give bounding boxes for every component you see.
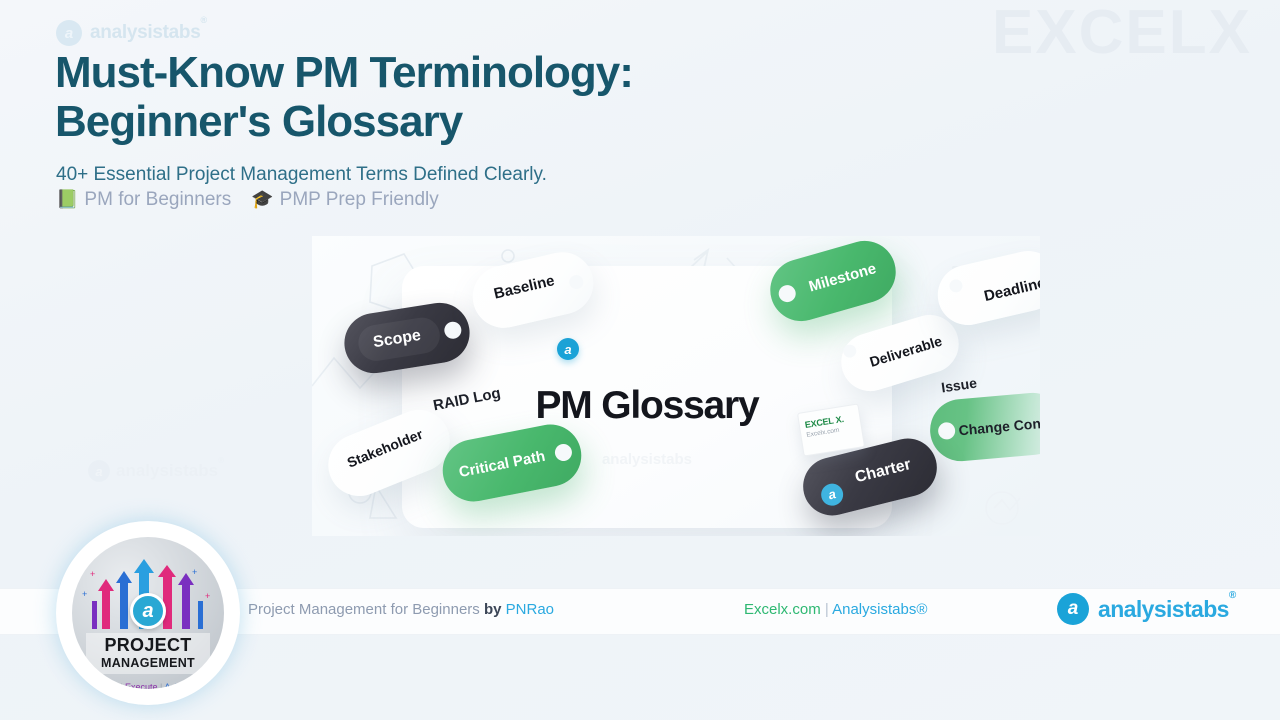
- badge-subtitle: MANAGEMENT: [101, 655, 195, 670]
- excelx-watermark: EXCELX: [991, 0, 1252, 67]
- tag-baseline-notch: [567, 273, 585, 291]
- tag-stakeholder-label: Stakeholder: [344, 425, 426, 471]
- footer-brand-sup: ®: [1228, 589, 1236, 601]
- footer-credit: Project Management for Beginners by PNRa…: [248, 601, 554, 618]
- svg-text:+: +: [192, 567, 197, 577]
- left-watermark: a analysistabs®: [88, 456, 224, 482]
- tag-deadline-notch: [948, 278, 964, 294]
- svg-text:+: +: [90, 569, 95, 579]
- footer-links: Excelx.com | Analysistabs®: [744, 601, 927, 618]
- badge-pmp-prep-friendly: 🎓PMP Prep Friendly: [251, 189, 439, 211]
- footer-logo: a analysistabs®: [1057, 590, 1236, 625]
- tag-critical-path-label: Critical Path: [457, 448, 547, 482]
- footer-link-analysistabs[interactable]: Analysistabs®: [832, 601, 928, 618]
- badge-title-block: PROJECT MANAGEMENT: [86, 633, 210, 674]
- feature-badges: 📗PM for Beginners 🎓PMP Prep Friendly: [56, 189, 439, 211]
- tag-change-control-notch: [937, 421, 956, 441]
- watermark-text: analysistabs®: [116, 456, 224, 481]
- badge-tagline-execute: Execute: [124, 682, 158, 689]
- tag-issue-label: Issue: [940, 374, 978, 396]
- badge-tagline-plan: Plan: [99, 682, 118, 689]
- badge-tagline-sep1: |: [117, 682, 125, 689]
- tag-deliverable-label: Deliverable: [867, 332, 944, 370]
- footer-brand-text: analysistabs: [1098, 595, 1229, 622]
- svg-text:+: +: [205, 591, 210, 601]
- page-subtitle: 40+ Essential Project Management Terms D…: [56, 164, 547, 185]
- watermark-sup: ®: [218, 456, 224, 466]
- page-title: Must-Know PM Terminology: Beginner's Glo…: [55, 48, 634, 147]
- tag-deliverable-notch: [841, 342, 858, 360]
- badge-disc: + + + + a PROJECT MANAGEMENT Plan | Exec…: [72, 537, 224, 689]
- badge-title: PROJECT: [104, 635, 192, 655]
- tag-charter-label: Charter: [853, 455, 913, 487]
- badge-label-0: PM for Beginners: [84, 189, 232, 210]
- footer-brand-name: analysistabs®: [1098, 590, 1236, 623]
- footer-link-excelx[interactable]: Excelx.com: [744, 601, 821, 618]
- badge-arrows-icon: + + + +: [82, 559, 210, 629]
- brand-logo: a analysistabs®: [56, 15, 207, 46]
- title-line-2: Beginner's Glossary: [55, 97, 463, 147]
- footer-analysistabs-icon: a: [1057, 593, 1089, 625]
- tag-deadline-label: Deadline: [982, 274, 1040, 306]
- watermark-brand: analysistabs: [116, 461, 219, 480]
- badge-tagline: Plan | Execute | Achieve: [72, 682, 224, 689]
- badge-analysistabs-icon: a: [130, 593, 166, 629]
- footer-credit-by: by: [483, 601, 502, 618]
- badge-tagline-sep2: |: [157, 682, 165, 689]
- tag-scope-notch: [443, 320, 463, 340]
- badge-label-1: PMP Prep Friendly: [279, 189, 439, 210]
- tag-baseline-label: Baseline: [492, 272, 557, 304]
- graduation-cap-icon: 🎓: [251, 189, 274, 209]
- analysistabs-icon: a: [56, 20, 82, 46]
- brand-registered: ®: [200, 14, 207, 25]
- tag-change-control-label: Change Control: [957, 413, 1040, 439]
- charter-analysistabs-icon: a: [818, 481, 846, 509]
- tag-critical-path-notch: [553, 442, 574, 463]
- tag-milestone-label: Milestone: [806, 260, 879, 296]
- illustration-panel: a PM Glossary analysistabs Scope Baselin…: [312, 236, 1040, 536]
- tag-milestone-notch: [776, 283, 798, 305]
- watermark-analysistabs-icon: a: [88, 460, 110, 482]
- footer-credit-text: Project Management for Beginners: [248, 601, 480, 618]
- card-analysistabs-icon: a: [557, 338, 579, 360]
- brand-name-text: analysistabs: [90, 22, 201, 43]
- footer-credit-author[interactable]: PNRao: [505, 601, 555, 618]
- badge-pm-for-beginners: 📗PM for Beginners: [56, 189, 231, 211]
- card-watermark: analysistabs: [601, 451, 693, 468]
- title-line-1: Must-Know PM Terminology:: [55, 48, 634, 97]
- svg-text:+: +: [82, 589, 87, 599]
- project-management-badge: + + + + a PROJECT MANAGEMENT Plan | Exec…: [61, 526, 235, 700]
- badge-tagline-achieve: Achieve: [164, 682, 197, 689]
- card-title: PM Glossary: [535, 384, 759, 427]
- footer-link-separator: |: [824, 601, 829, 618]
- green-book-icon: 📗: [56, 189, 79, 209]
- brand-name: analysistabs®: [90, 15, 207, 44]
